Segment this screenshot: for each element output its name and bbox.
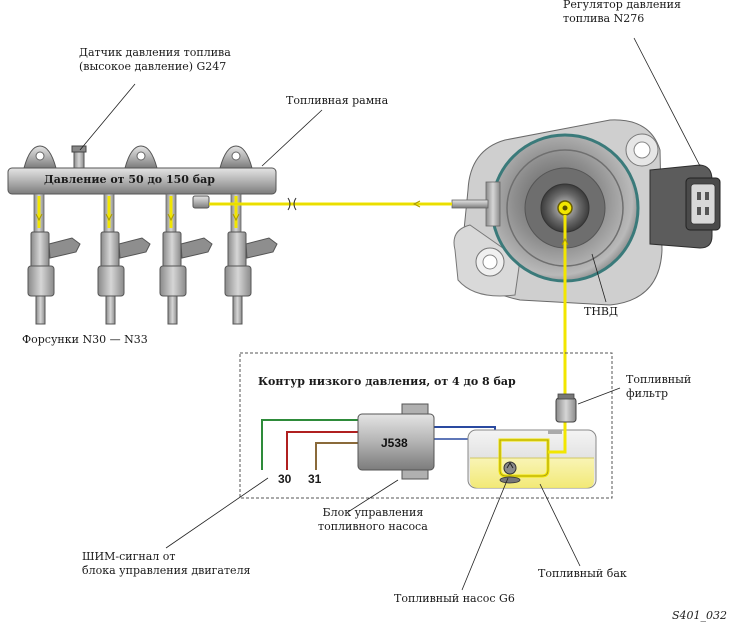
figure-id: S401_032: [672, 609, 728, 622]
regulator-label-line1: Регулятор давления: [563, 0, 681, 11]
injectors: [27, 193, 278, 325]
pump-control-unit-label-line2: топливного насоса: [318, 520, 428, 533]
high-pressure-lines: [35, 196, 569, 398]
pressure-sensor-label-line1: Датчик давления топлива: [79, 46, 231, 59]
hp-pump-label: ТНВД: [584, 305, 618, 318]
injectors-label: Форсунки N30 — N33: [22, 333, 148, 346]
regulator-label: Регулятор давления топлива N276: [563, 0, 681, 26]
regulator-label-line2: топлива N276: [563, 12, 645, 25]
injector-4: [224, 193, 278, 325]
pump-control-unit-label: Блок управления топливного насоса: [318, 506, 428, 534]
fuel-filter-label: Топливный фильтр: [626, 373, 691, 401]
fuel-pump: [498, 420, 567, 484]
pressure-sensor-label-line2: (высокое давление) G247: [79, 60, 227, 73]
pump-control-unit: [357, 403, 435, 480]
pwm-signal-label: ШИМ-сигнал от блока управления двигателя: [82, 550, 251, 578]
rail-pressure-label: Давление от 50 до 150 бар: [44, 173, 215, 186]
leader-lines: [79, 37, 701, 591]
injector-1: [27, 193, 81, 325]
pressure-regulator: [649, 164, 721, 249]
fuel-pump-label: Топливный насос G6: [394, 592, 515, 605]
fuel-tank-label: Топливный бак: [538, 567, 627, 580]
fuel-rail: [7, 145, 277, 209]
injector-3: [159, 193, 213, 325]
injector-2: [97, 193, 151, 325]
low-pressure-circuit-label: Контур низкого давления, от 4 до 8 бар: [258, 375, 516, 388]
hp-pump: [451, 119, 663, 306]
pin-30-label: 30: [278, 472, 292, 486]
fuel-filter: [555, 393, 577, 423]
pressure-sensor-label: Датчик давления топлива (высокое давлени…: [79, 46, 231, 74]
pin-31-label: 31: [308, 472, 322, 486]
fuel-filter-label-line1: Топливный: [626, 373, 692, 386]
pump-control-unit-label-line1: Блок управления: [322, 506, 424, 519]
pwm-signal-label-line1: ШИМ-сигнал от: [82, 550, 176, 563]
pwm-signal-label-line2: блока управления двигателя: [82, 564, 251, 577]
low-pressure-circuit-box: [239, 352, 613, 499]
fuel-filter-label-line2: фильтр: [626, 387, 669, 400]
fuel-rail-label: Топливная рамна: [286, 94, 389, 107]
pump-control-unit-code: J538: [381, 436, 408, 450]
